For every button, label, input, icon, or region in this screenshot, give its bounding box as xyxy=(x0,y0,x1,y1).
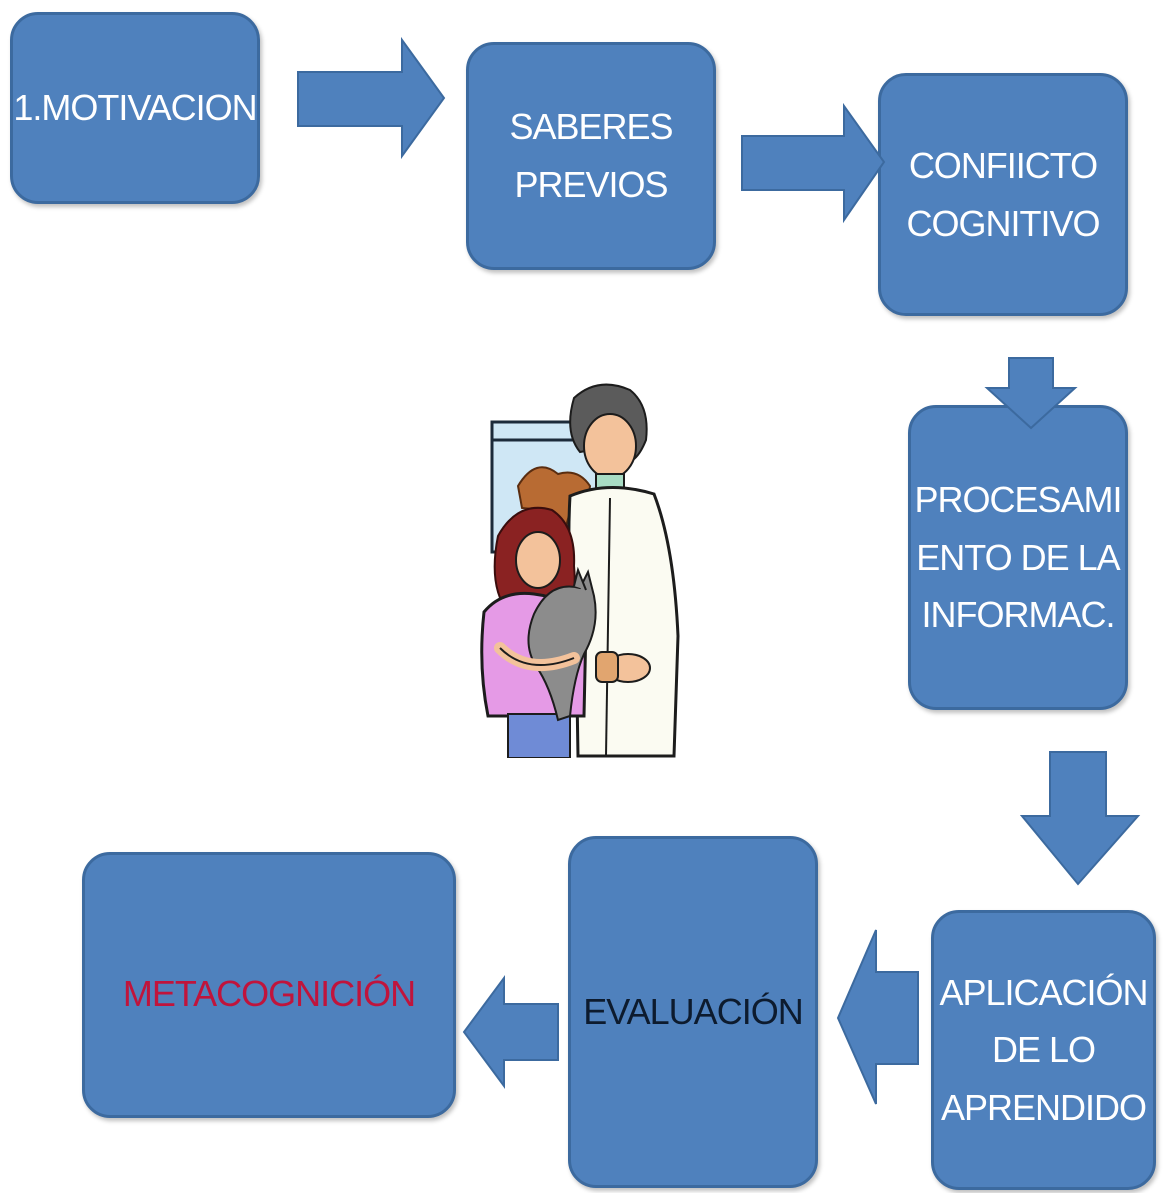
arrow-right-1 xyxy=(297,36,446,160)
step-conflicto-cognitivo: CONFIICTO COGNITIVO xyxy=(878,73,1128,316)
step-evaluacion-label: EVALUACIÓN xyxy=(583,991,803,1033)
step-motivacion: 1.MOTIVACION xyxy=(10,12,260,204)
step-aplicacion-aprendido: APLICACIÓN DE LO APRENDIDO xyxy=(931,910,1156,1190)
step-saberes-previos: SABERES PREVIOS xyxy=(466,42,716,270)
step-evaluacion: EVALUACIÓN xyxy=(568,836,818,1188)
step-procesamiento-informacion-label: PROCESAMI ENTO DE LA INFORMAC. xyxy=(914,479,1122,636)
arrow-right-2 xyxy=(741,102,886,224)
arrow-left-2 xyxy=(462,974,559,1090)
step-metacognicion: METACOGNICIÓN xyxy=(82,852,456,1118)
arrow-down-1 xyxy=(984,357,1078,430)
arrow-down-2 xyxy=(1019,751,1141,886)
veterinarian-girl-cat-illustration xyxy=(480,383,680,758)
arrow-left-1 xyxy=(836,929,919,1105)
step-metacognicion-label: METACOGNICIÓN xyxy=(122,973,416,1014)
step-procesamiento-informacion: PROCESAMI ENTO DE LA INFORMAC. xyxy=(908,405,1128,710)
step-conflicto-cognitivo-label: CONFIICTO COGNITIVO xyxy=(906,144,1100,244)
step-motivacion-label: 1.MOTIVACION xyxy=(13,87,257,129)
step-aplicacion-aprendido-label: APLICACIÓN DE LO APRENDIDO xyxy=(939,971,1148,1128)
step-saberes-previos-label: SABERES PREVIOS xyxy=(509,106,673,205)
